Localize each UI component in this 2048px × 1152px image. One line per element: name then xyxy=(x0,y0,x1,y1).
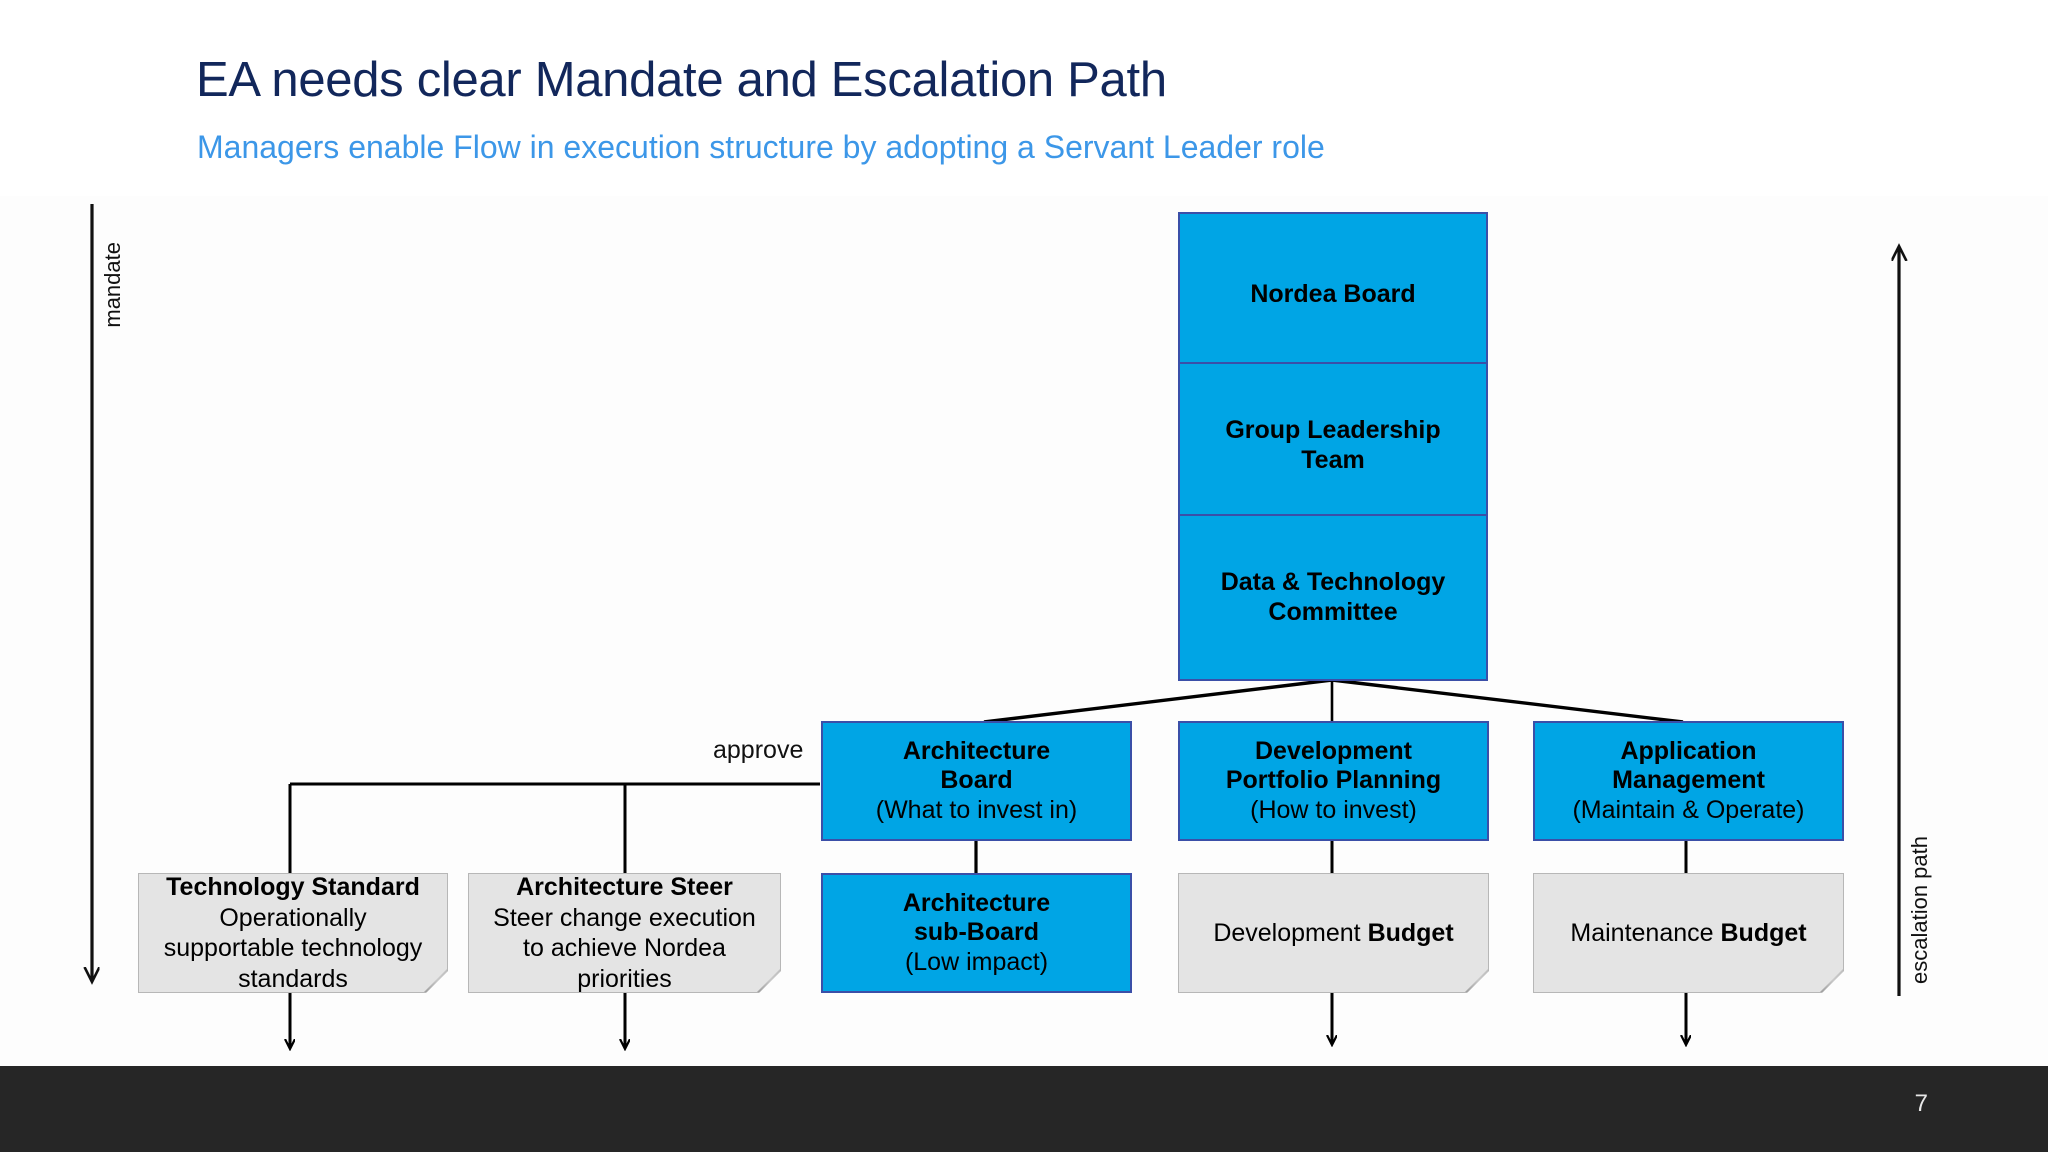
page-title: EA needs clear Mandate and Escalation Pa… xyxy=(196,53,1167,107)
node-subtext: (What to invest in) xyxy=(875,795,1078,824)
folded-corner-icon xyxy=(757,969,780,992)
node-heading: Data & Technology xyxy=(1220,568,1446,596)
note-line-1: Development Budget xyxy=(1213,918,1453,949)
note-development-budget[interactable]: Development Budget xyxy=(1178,873,1489,993)
node-subtext: (Maintain & Operate) xyxy=(1572,795,1805,824)
note-line-2: to achieve Nordea xyxy=(523,934,726,962)
note-text-bold: Budget xyxy=(1367,918,1454,947)
node-heading: Development xyxy=(1255,736,1412,765)
note-line-1: Steer change execution xyxy=(493,903,756,932)
note-technology-standard[interactable]: Technology Standard Operationally suppor… xyxy=(138,873,448,993)
page-subtitle: Managers enable Flow in execution struct… xyxy=(197,129,1325,165)
note-line-2: supportable technology xyxy=(163,934,423,962)
node-application-management[interactable]: Application Management (Maintain & Opera… xyxy=(1533,721,1844,841)
node-architecture-board[interactable]: Architecture Board (What to invest in) xyxy=(821,721,1132,841)
note-architecture-steer[interactable]: Architecture Steer Steer change executio… xyxy=(468,873,781,993)
folded-corner-icon xyxy=(1465,969,1488,992)
note-text-plain: Development xyxy=(1213,918,1368,947)
footer-bar xyxy=(0,1066,2048,1152)
page-number: 7 xyxy=(1914,1090,1928,1117)
node-heading-line2: Board xyxy=(940,766,1013,795)
node-heading: Application xyxy=(1620,736,1757,765)
note-line-3: standards xyxy=(238,964,348,993)
node-group-leadership-team[interactable]: Group Leadership Team xyxy=(1178,362,1488,529)
node-subtext: (How to invest) xyxy=(1250,795,1417,824)
node-heading: Nordea Board xyxy=(1250,279,1416,308)
node-subtext: (Low impact) xyxy=(904,947,1049,976)
folded-corner-icon xyxy=(424,969,447,992)
folded-corner-icon xyxy=(1820,969,1843,992)
rail-label-mandate: mandate xyxy=(100,242,125,328)
node-development-portfolio-planning[interactable]: Development Portfolio Planning (How to i… xyxy=(1178,721,1489,841)
node-heading: Architecture xyxy=(902,888,1051,917)
note-text-bold: Budget xyxy=(1720,918,1807,947)
diagram-canvas: mandate escalation path approve Nordea B… xyxy=(0,196,2048,1066)
note-heading: Architecture Steer xyxy=(516,873,733,901)
note-line-3: priorities xyxy=(577,964,672,993)
node-nordea-board[interactable]: Nordea Board xyxy=(1178,212,1488,377)
note-heading: Technology Standard xyxy=(166,873,420,901)
node-heading: Architecture xyxy=(902,736,1051,765)
note-line-1: Operationally xyxy=(219,903,367,932)
node-heading-line2: Committee xyxy=(1268,597,1398,626)
node-heading-line2: sub-Board xyxy=(914,918,1039,947)
edge-label-approve: approve xyxy=(713,736,804,764)
rail-label-escalation-path: escalation path xyxy=(1907,836,1932,984)
note-text-plain: Maintenance xyxy=(1570,918,1721,947)
note-line-1: Maintenance Budget xyxy=(1570,918,1806,949)
node-heading-line2: Team xyxy=(1301,445,1365,474)
node-heading: Group Leadership xyxy=(1225,416,1441,444)
node-heading-line2: Management xyxy=(1612,766,1765,795)
node-data-technology-committee[interactable]: Data & Technology Committee xyxy=(1178,514,1488,681)
node-architecture-sub-board[interactable]: Architecture sub-Board (Low impact) xyxy=(821,873,1132,993)
note-maintenance-budget[interactable]: Maintenance Budget xyxy=(1533,873,1844,993)
node-heading-line2: Portfolio Planning xyxy=(1225,766,1442,795)
